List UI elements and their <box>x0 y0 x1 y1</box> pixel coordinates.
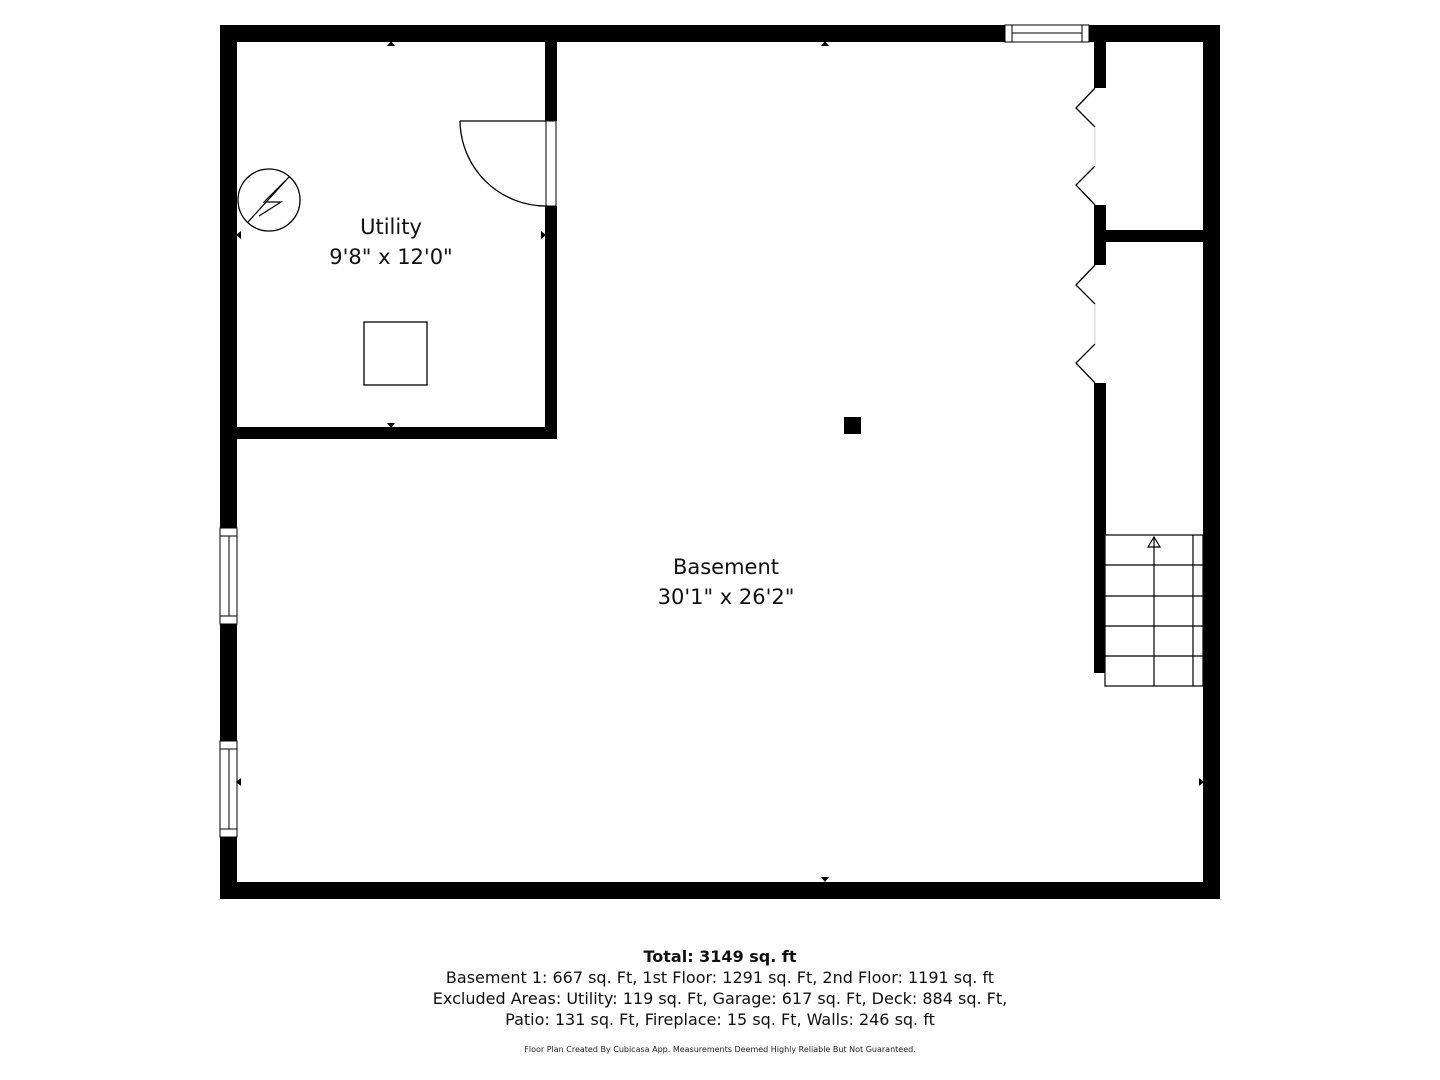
room-dimensions: 30'1" x 26'2" <box>657 585 795 609</box>
utility-appliance <box>363 321 428 386</box>
window-top <box>1004 24 1090 43</box>
electrical-panel-icon <box>237 168 301 232</box>
room-dimensions: 9'8" x 12'0" <box>329 245 453 269</box>
utility-door[interactable] <box>459 120 557 207</box>
total-area: Total: 3149 sq. ft <box>643 947 797 966</box>
room-name: Utility <box>360 215 422 239</box>
window-left-1 <box>219 527 238 625</box>
room-label-utility: Utility 9'8" x 12'0" <box>291 212 491 272</box>
bifold-door-lower[interactable] <box>1075 264 1096 384</box>
utility-walls <box>220 25 557 439</box>
area-line-3: Patio: 131 sq. Ft, Fireplace: 15 sq. Ft,… <box>505 1010 935 1029</box>
closet-walls <box>1094 25 1220 673</box>
area-line-1: Basement 1: 667 sq. Ft, 1st Floor: 1291 … <box>445 968 995 987</box>
bifold-door-upper[interactable] <box>1075 87 1096 206</box>
window-left-2 <box>219 740 238 838</box>
exterior-walls <box>220 25 1220 899</box>
disclaimer: Floor Plan Created By Cubicasa App. Meas… <box>524 1045 916 1054</box>
room-label-basement: Basement 30'1" x 26'2" <box>626 552 826 612</box>
stairs[interactable] <box>1104 534 1204 687</box>
room-name: Basement <box>672 555 780 579</box>
support-column <box>844 417 861 434</box>
floor-plan <box>219 24 1220 899</box>
area-line-2: Excluded Areas: Utility: 119 sq. Ft, Gar… <box>432 989 1008 1008</box>
dimension-markers <box>236 41 1204 882</box>
area-summary: Total: 3149 sq. ft Basement 1: 667 sq. F… <box>0 946 1440 1054</box>
